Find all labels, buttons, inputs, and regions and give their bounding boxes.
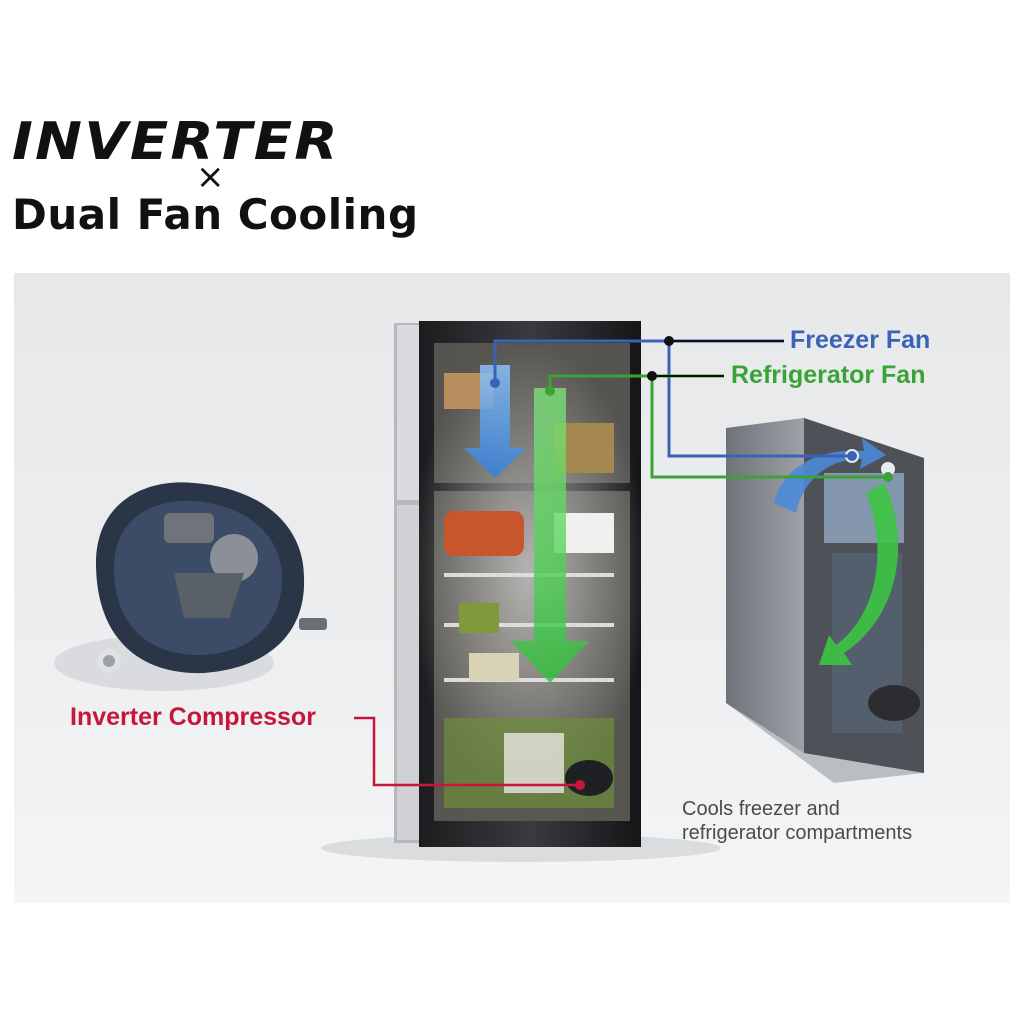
- freezer-fan-label: Freezer Fan: [790, 326, 931, 354]
- title-times-symbol: ×: [196, 157, 225, 197]
- cabinet-cutaway-illustration: [726, 418, 924, 783]
- illustration-graphic: [54, 321, 924, 862]
- caption-line-2: refrigerator compartments: [682, 822, 913, 844]
- cooling-caption: Cools freezer and refrigerator compartme…: [682, 797, 912, 845]
- inverter-compressor-label: Inverter Compressor: [70, 703, 316, 731]
- title-dual-fan-cooling: Dual Fan Cooling: [12, 190, 419, 239]
- freezer-fan-callout: [490, 336, 857, 461]
- caption-line-1: Cools freezer and: [682, 798, 840, 820]
- compressor-illustration: [54, 482, 327, 691]
- fridge-illustration: [321, 321, 721, 862]
- refrigerator-fan-callout: [545, 371, 893, 482]
- illustration-panel: Freezer Fan Refrigerator Fan Inverter Co…: [14, 273, 1010, 903]
- refrigerator-fan-label: Refrigerator Fan: [731, 361, 926, 389]
- title-inverter: INVERTER: [12, 112, 340, 172]
- inverter-compressor-callout: [354, 716, 585, 790]
